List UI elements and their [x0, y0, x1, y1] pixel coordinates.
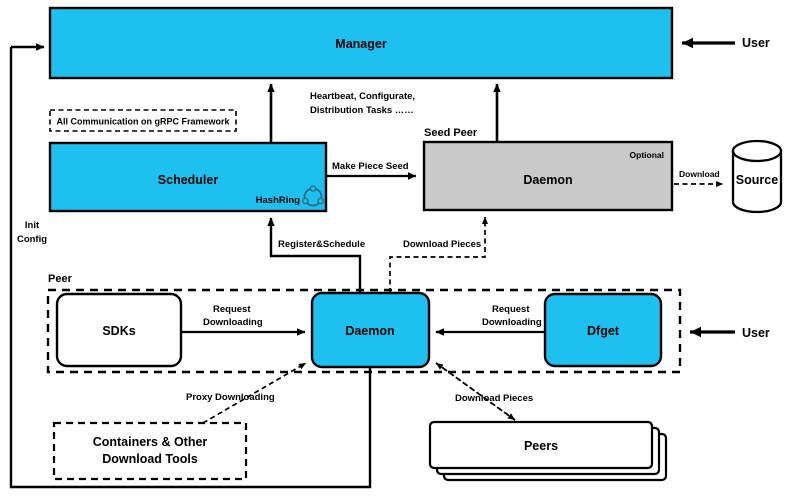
sdks-label: SDKs — [102, 324, 135, 338]
peer-group-label: Peer — [48, 273, 73, 285]
hash-ring-icon — [302, 185, 324, 207]
peers-node[interactable]: Peers — [428, 420, 668, 482]
scheduler-node[interactable]: Scheduler HashRing — [48, 141, 328, 213]
grpc-note-label: All Communication on gRPC Framework — [56, 117, 230, 127]
user-bottom-label: User — [742, 326, 770, 340]
outer-frame-path — [9, 43, 372, 489]
source-node[interactable]: Source — [731, 139, 783, 214]
proxy-downloading-label: Proxy Downloading — [186, 392, 275, 403]
peer-daemon-node[interactable]: Daemon — [310, 291, 431, 369]
manager-node[interactable]: Manager — [48, 6, 674, 80]
proxy-downloading-edge — [202, 362, 307, 424]
request-downloading-left-line2: Downloading — [203, 317, 263, 328]
scheduler-label: Scheduler — [158, 173, 219, 187]
manager-label: Manager — [335, 37, 387, 51]
register-schedule-label: Register&Schedule — [278, 239, 365, 250]
user-top-label: User — [742, 36, 770, 50]
init-config-label-line2: Config — [17, 234, 47, 245]
peers-label: Peers — [524, 439, 558, 453]
download-pieces-bottom-edge — [435, 362, 516, 421]
containers-label-line1: Containers & Other — [93, 435, 208, 449]
make-piece-seed-label: Make Piece Seed — [332, 161, 409, 172]
dfget-label: Dfget — [587, 324, 620, 338]
download-pieces-top-edge — [389, 216, 489, 293]
download-label: Download — [679, 169, 720, 179]
download-pieces-bottom-label: Download Pieces — [455, 393, 533, 404]
sdks-node[interactable]: SDKs — [55, 292, 183, 368]
grpc-note: All Communication on gRPC Framework — [49, 109, 237, 132]
request-downloading-right-line2: Downloading — [482, 317, 542, 328]
containers-node[interactable]: Containers & Other Download Tools — [52, 421, 248, 481]
seed-peer-daemon-node[interactable]: Daemon Optional — [422, 140, 674, 212]
hashring-label: HashRing — [256, 195, 301, 206]
peer-daemon-label: Daemon — [345, 324, 394, 338]
request-downloading-left-line1: Request — [213, 304, 251, 315]
register-schedule-edge — [267, 217, 362, 293]
heartbeat-label-line2: Distribution Tasks …… — [310, 105, 414, 116]
optional-badge: Optional — [630, 150, 664, 160]
request-downloading-right-line1: Request — [492, 304, 530, 315]
database-cylinder-icon — [731, 139, 783, 214]
containers-label-line2: Download Tools — [102, 452, 198, 466]
seed-peer-group-label: Seed Peer — [424, 127, 478, 139]
heartbeat-label-line1: Heartbeat, Configurate, — [310, 91, 415, 102]
dfget-node[interactable]: Dfget — [543, 292, 663, 368]
source-label: Source — [736, 173, 778, 187]
seed-daemon-label: Daemon — [523, 173, 572, 187]
peer-group-box — [46, 288, 682, 374]
download-pieces-top-label: Download Pieces — [403, 239, 481, 250]
init-config-label-line1: Init — [25, 220, 40, 231]
